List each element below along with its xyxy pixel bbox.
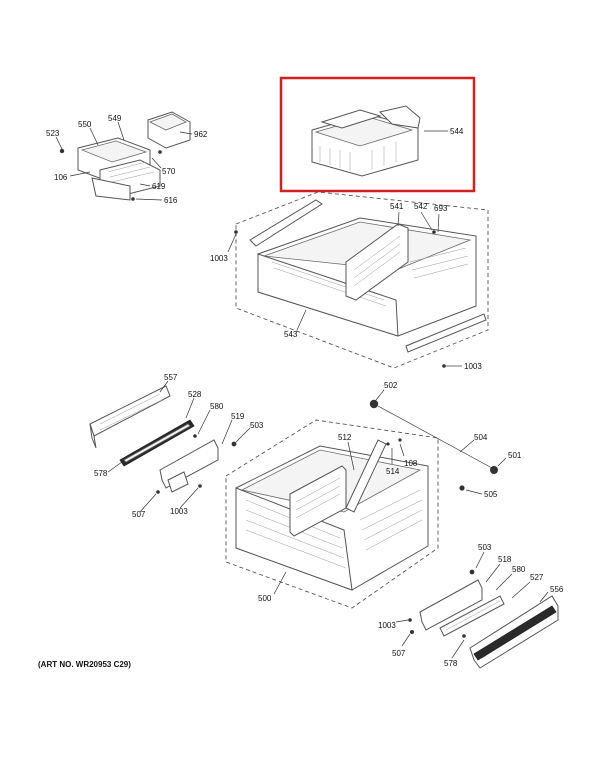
callout-578-left: 578 [94,469,108,478]
callout-505: 505 [484,490,498,499]
callout-504: 504 [474,433,488,442]
art-number: (ART NO. WR20953 C29) [38,660,131,669]
lower-basket [235,399,498,591]
callout-543: 543 [284,330,298,339]
callout-500: 500 [258,594,272,603]
callout-527: 527 [530,573,544,582]
callout-519: 519 [231,412,245,421]
lower-drawer-outline [225,419,439,609]
callout-962: 962 [194,130,208,139]
callout-512: 512 [338,433,352,442]
callout-1003-upper-left: 1003 [210,254,228,263]
callout-528: 528 [188,390,202,399]
callout-1003-upper-right: 1003 [464,362,482,371]
callout-570: 570 [162,167,176,176]
callout-578-right: 578 [444,659,458,668]
highlight-box [279,76,476,193]
ice-maker-assembly [59,111,191,201]
callout-523: 523 [46,129,60,138]
right-slide-rails [408,569,559,669]
callout-556: 556 [550,585,564,594]
callout-557: 557 [164,373,178,382]
upper-drawer [234,199,487,368]
callout-501: 501 [508,451,522,460]
callout-507-right: 507 [392,649,406,658]
callout-542: 542 [414,202,428,211]
callout-549: 549 [108,114,122,123]
callout-580-right: 580 [512,565,526,574]
callout-503-left: 503 [250,421,264,430]
left-slide-rails [89,385,237,494]
callout-518: 518 [498,555,512,564]
upper-drawer-outline [235,191,489,369]
callout-550: 550 [78,120,92,129]
callout-108: 108 [404,459,418,468]
callout-503-right: 503 [478,543,492,552]
callout-106: 106 [54,173,68,182]
callout-507-left: 507 [132,510,146,519]
ice-bucket [311,105,421,177]
callout-514: 514 [386,467,400,476]
callout-580-left: 580 [210,402,224,411]
callout-1003-right: 1003 [378,621,396,630]
callout-544: 544 [450,127,464,136]
callout-619: 619 [152,182,166,191]
callout-1003-left: 1003 [170,507,188,516]
callout-541: 541 [390,202,404,211]
callout-502: 502 [384,381,398,390]
callout-616: 616 [164,196,178,205]
callout-693: 693 [434,204,448,213]
